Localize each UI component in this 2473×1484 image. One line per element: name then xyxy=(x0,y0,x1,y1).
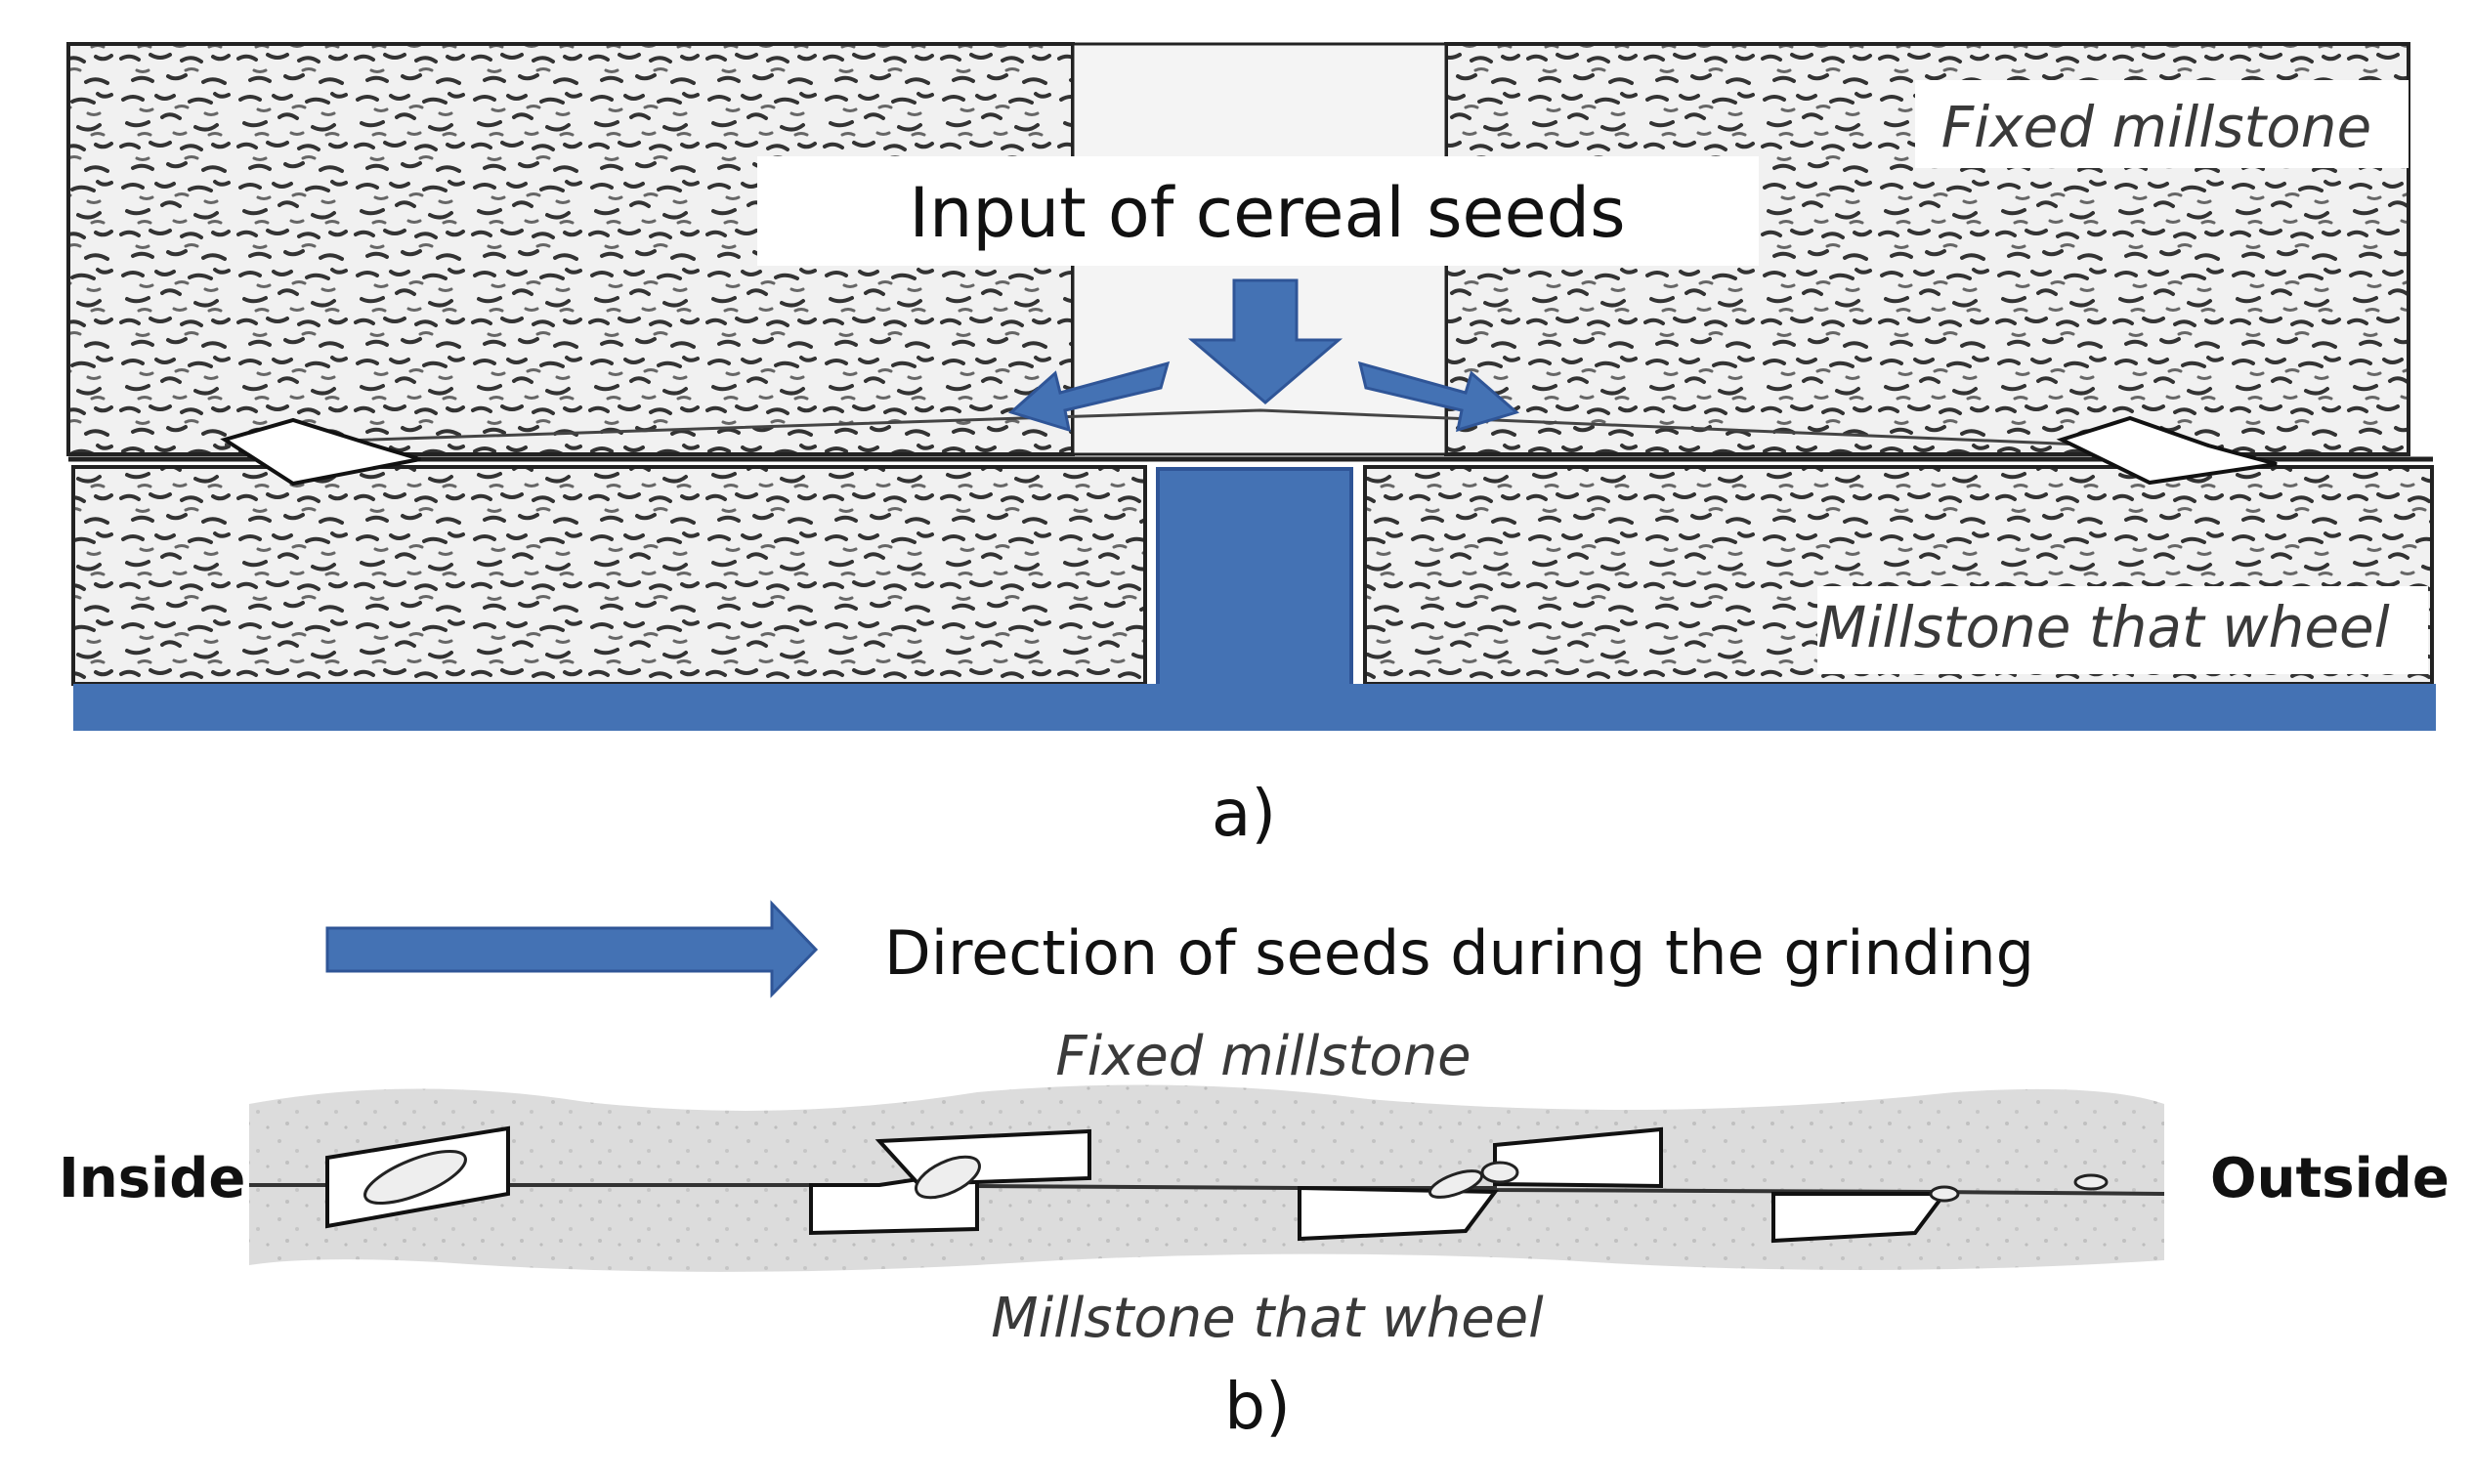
grain-left xyxy=(220,417,421,487)
input-arrow-left-icon xyxy=(1008,360,1171,433)
caption-a: a) xyxy=(1212,776,1276,851)
grain-right xyxy=(2056,415,2278,486)
wheel-millstone-label-a: Millstone that wheel xyxy=(1817,594,2390,660)
input-arrow-right-icon xyxy=(1357,360,1520,433)
fixed-millstone-label-a: Fixed millstone xyxy=(1941,94,2371,160)
outside-label: Outside xyxy=(2210,1147,2450,1210)
panel-b: Direction of seeds during the grinding F… xyxy=(59,900,2450,1444)
panel-a: Fixed millstone Millstone that wheel Inp… xyxy=(66,42,2436,851)
wheel-millstone-label-b: Millstone that wheel xyxy=(991,1287,1544,1350)
direction-label: Direction of seeds during the grinding xyxy=(884,917,2034,989)
millstone-band xyxy=(249,1084,2164,1272)
seed-channel xyxy=(224,408,2082,446)
direction-arrow-icon xyxy=(325,900,819,998)
inside-label: Inside xyxy=(59,1147,245,1210)
input-seeds-label: Input of cereal seeds xyxy=(909,173,1625,253)
input-arrow-down-icon xyxy=(1187,278,1343,404)
caption-b: b) xyxy=(1224,1369,1291,1444)
fixed-millstone-label-b: Fixed millstone xyxy=(1055,1025,1471,1088)
base-rail xyxy=(73,684,2436,731)
seed-particles xyxy=(363,1149,2109,1206)
spindle xyxy=(1156,467,1353,688)
